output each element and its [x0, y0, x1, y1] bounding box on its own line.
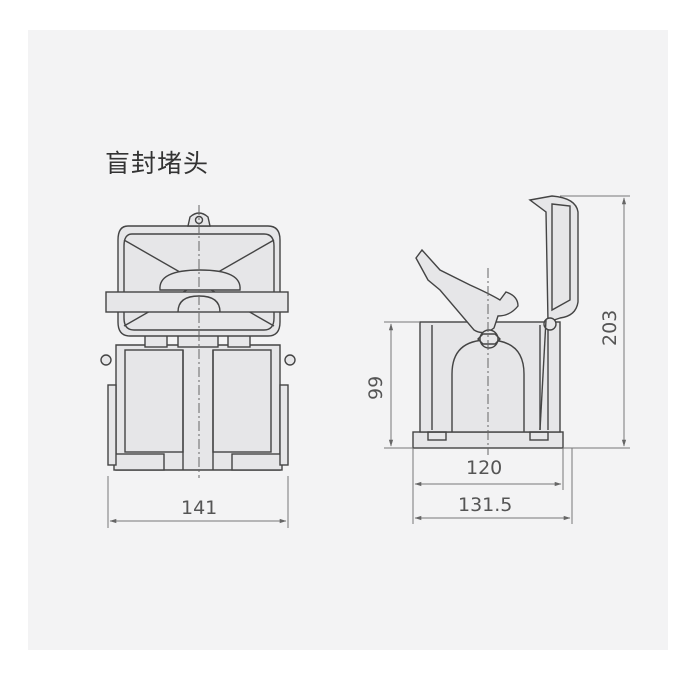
dimension-height-99	[384, 321, 420, 449]
side-view	[412, 195, 579, 455]
drawing-title: 盲封堵头	[105, 149, 210, 178]
dimension-height-203	[560, 195, 630, 449]
dim-label-131-5: 131.5	[458, 494, 512, 516]
dimension-width-131-5	[414, 448, 573, 524]
dim-label-120: 120	[466, 457, 502, 479]
dim-label-203: 203	[599, 310, 621, 346]
drawing-panel	[28, 30, 668, 650]
dimension-width-120	[412, 448, 564, 524]
dim-label-99: 99	[365, 376, 387, 400]
front-view	[100, 205, 296, 478]
dim-label-141: 141	[181, 497, 217, 519]
dimension-front-width	[107, 476, 289, 528]
